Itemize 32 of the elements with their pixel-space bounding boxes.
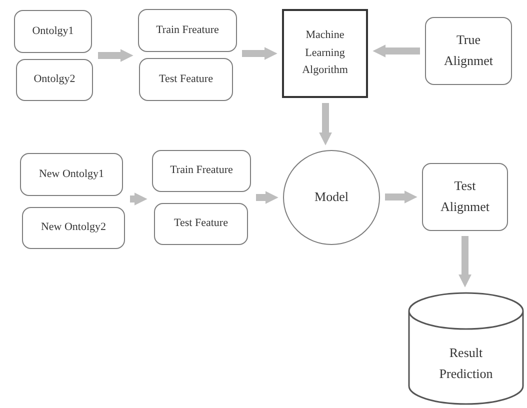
arrow: [385, 190, 418, 204]
node-label: Train Freature: [170, 163, 233, 178]
node-label: Test Feature: [174, 216, 228, 232]
arrow: [319, 103, 332, 146]
process-box: [425, 17, 512, 85]
node-label: Test Alignmet: [439, 177, 491, 216]
arrow: [372, 44, 420, 58]
process-box: [422, 163, 508, 231]
node-label: Test Feature: [159, 72, 213, 87]
node-label: Model: [314, 188, 348, 206]
process-box: [282, 9, 368, 98]
arrow: [130, 192, 148, 206]
node-label: Ontolgy2: [34, 72, 76, 88]
process-box: [154, 203, 248, 245]
node-label: True Alignmet: [442, 31, 494, 70]
node-label: New Ontolgy1: [38, 166, 104, 182]
arrow: [458, 236, 472, 288]
process-box: [22, 207, 125, 249]
process-box: [138, 9, 237, 52]
node-label: New Ontolgy2: [40, 220, 106, 236]
arrow: [242, 47, 278, 60]
process-box: [139, 58, 233, 101]
node-label: Train Freature: [156, 22, 219, 38]
arrow: [256, 191, 278, 204]
node-label: Result Prediction: [438, 344, 494, 382]
process-box: [14, 10, 92, 53]
node-label: Machine Learning Algorithm: [301, 28, 349, 78]
process-box: [20, 153, 123, 196]
node-label: Ontolgy1: [32, 24, 74, 39]
arrow: [98, 49, 134, 62]
process-box: [16, 59, 93, 101]
process-box: [152, 150, 251, 192]
